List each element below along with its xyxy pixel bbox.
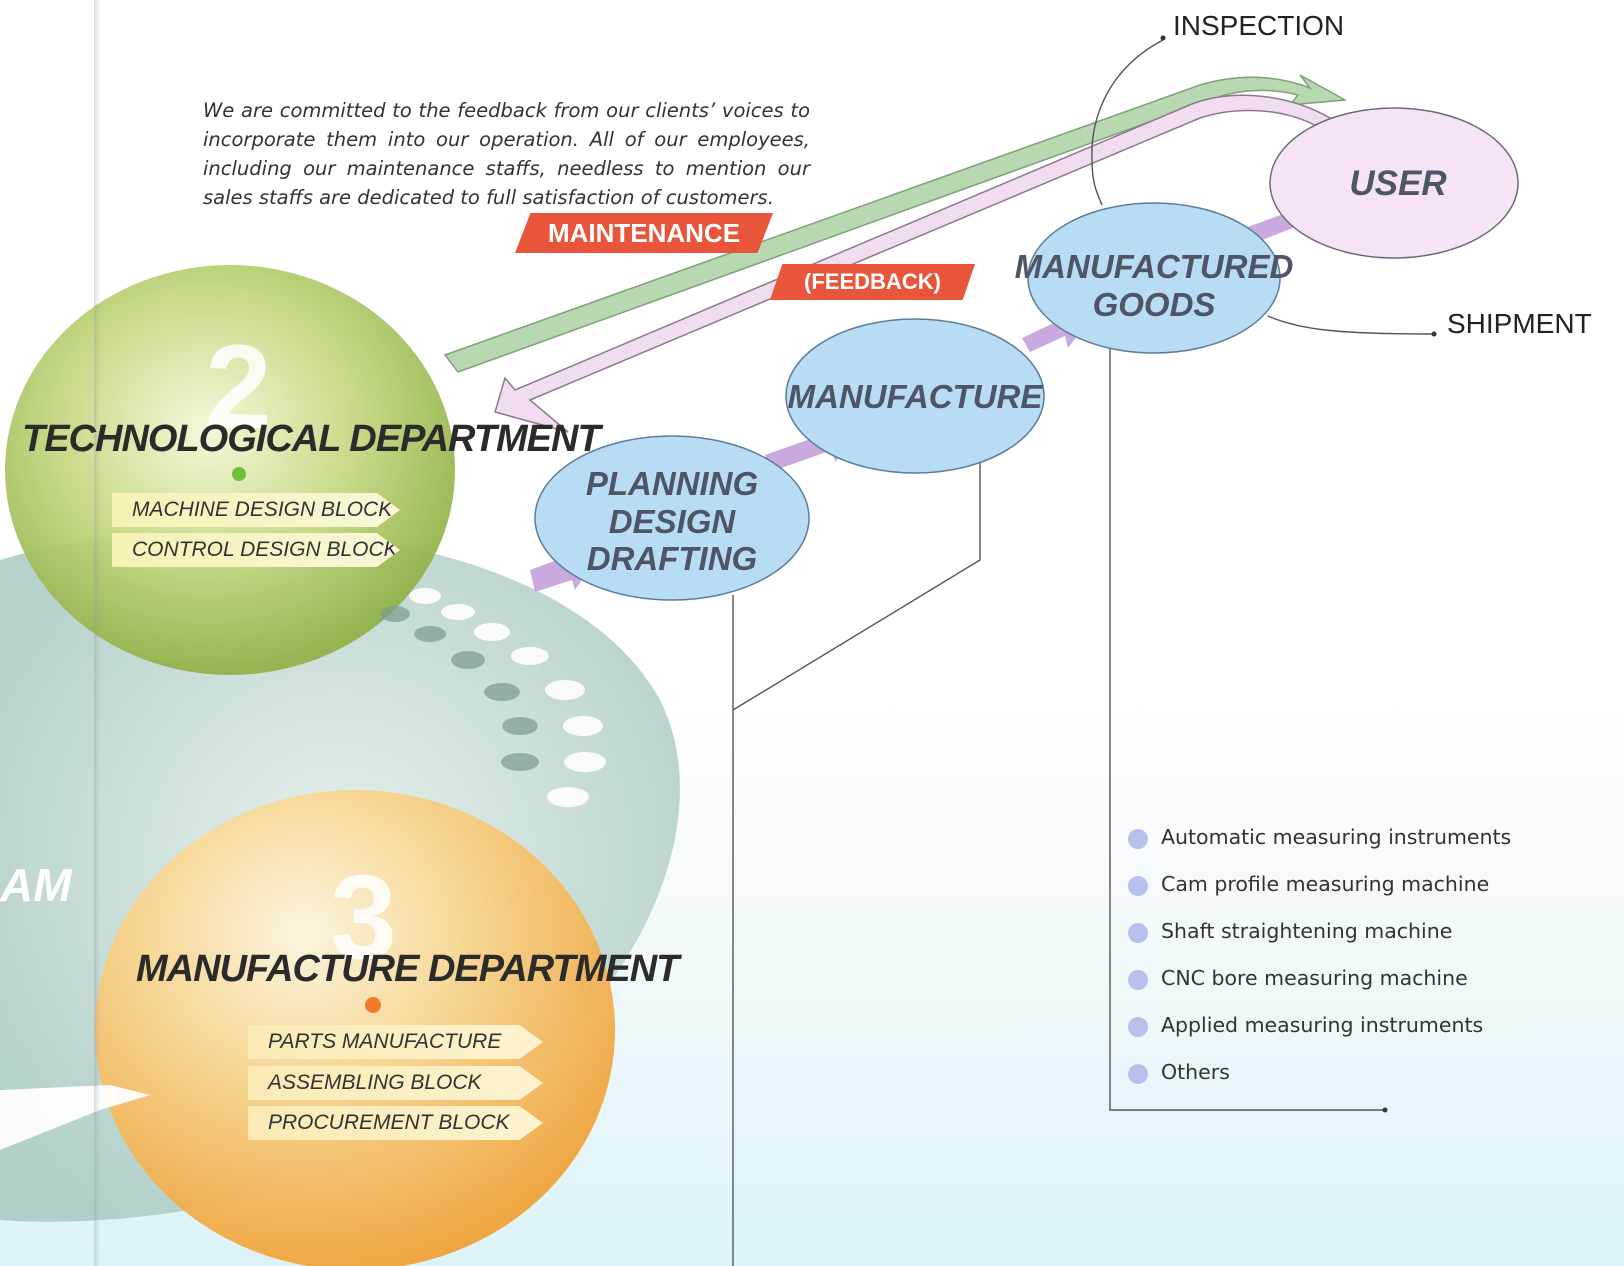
bullet-icon (1128, 970, 1148, 990)
technological-department-circle (5, 265, 455, 675)
bullet-icon (1128, 923, 1148, 943)
dotted-arc (409, 588, 606, 807)
manufacture-label: MANUFACTURE (788, 378, 1044, 415)
user-node-shape (1269, 107, 1519, 259)
product-label: Cam profile measuring machine (1161, 872, 1490, 896)
dept-3-number: 3 (330, 850, 397, 984)
planning-line-3: DRAFTING (587, 540, 757, 577)
goods-line-1: MANUFACTURED (1015, 248, 1294, 285)
parts-manufacture-block: PARTS MANUFACTURE BLOCK (248, 1025, 543, 1059)
machine-design-block: MACHINE DESIGN BLOCK (112, 493, 400, 527)
shipment-label: SHIPMENT (1447, 308, 1592, 339)
planning-line-2: DESIGN (609, 503, 737, 540)
list-item: Others (1128, 1060, 1511, 1107)
procurement-block: PROCUREMENT BLOCK (248, 1106, 543, 1140)
goods-node-shape (1027, 202, 1281, 354)
dept-2-title: TECHNOLOGICAL DEPARTMENT (22, 418, 601, 460)
list-end-dot (1382, 1107, 1388, 1113)
product-list: Automatic measuring instruments Cam prof… (1128, 825, 1511, 1107)
user-label: USER (1349, 164, 1447, 203)
list-item: Shaft straightening machine (1128, 919, 1511, 966)
technological-dot (232, 467, 246, 481)
bullet-icon (1128, 876, 1148, 896)
inspection-dot (1160, 35, 1166, 41)
feedback-arrow (494, 94, 1332, 433)
bullet-icon (1128, 829, 1148, 849)
planning-node-shape (534, 435, 810, 601)
dept-2-number: 2 (205, 320, 272, 454)
list-item: Applied measuring instruments (1128, 1013, 1511, 1060)
manufacture-node-shape (785, 318, 1045, 474)
intro-text: We are committed to the feedback from ou… (203, 98, 810, 209)
product-label: Applied measuring instruments (1161, 1013, 1484, 1037)
connector-lines (732, 39, 1434, 1266)
product-label: Shaft straightening machine (1161, 919, 1453, 943)
product-label: CNC bore measuring machine (1161, 966, 1468, 990)
maintenance-tag: MAINTENANCE (515, 213, 773, 253)
dept-3-title: MANUFACTURE DEPARTMENT (136, 948, 679, 990)
dotted-arc-shadow (380, 606, 539, 771)
bullet-icon (1128, 1017, 1148, 1037)
list-item: Automatic measuring instruments (1128, 825, 1511, 872)
product-label: Automatic measuring instruments (1161, 825, 1512, 849)
inspection-label: INSPECTION (1173, 10, 1345, 41)
manufacture-dot (365, 997, 381, 1013)
list-item: Cam profile measuring machine (1128, 872, 1511, 919)
shipment-dot (1431, 331, 1437, 337)
page-fold (94, 0, 100, 1266)
bullet-icon (1128, 1064, 1148, 1084)
swirl-white-arrow (0, 1085, 150, 1150)
product-label: Others (1161, 1060, 1230, 1084)
cut-off-text: AM (0, 859, 72, 911)
planning-line-1: PLANNING (586, 465, 758, 502)
goods-line-2: GOODS (1093, 286, 1216, 323)
feedback-tag: (FEEDBACK) (770, 264, 975, 300)
control-design-block: CONTROL DESIGN BLOCK (112, 533, 400, 567)
assembling-block: ASSEMBLING BLOCK (248, 1066, 543, 1100)
list-item: CNC bore measuring machine (1128, 966, 1511, 1013)
maintenance-arrow (443, 74, 1348, 373)
